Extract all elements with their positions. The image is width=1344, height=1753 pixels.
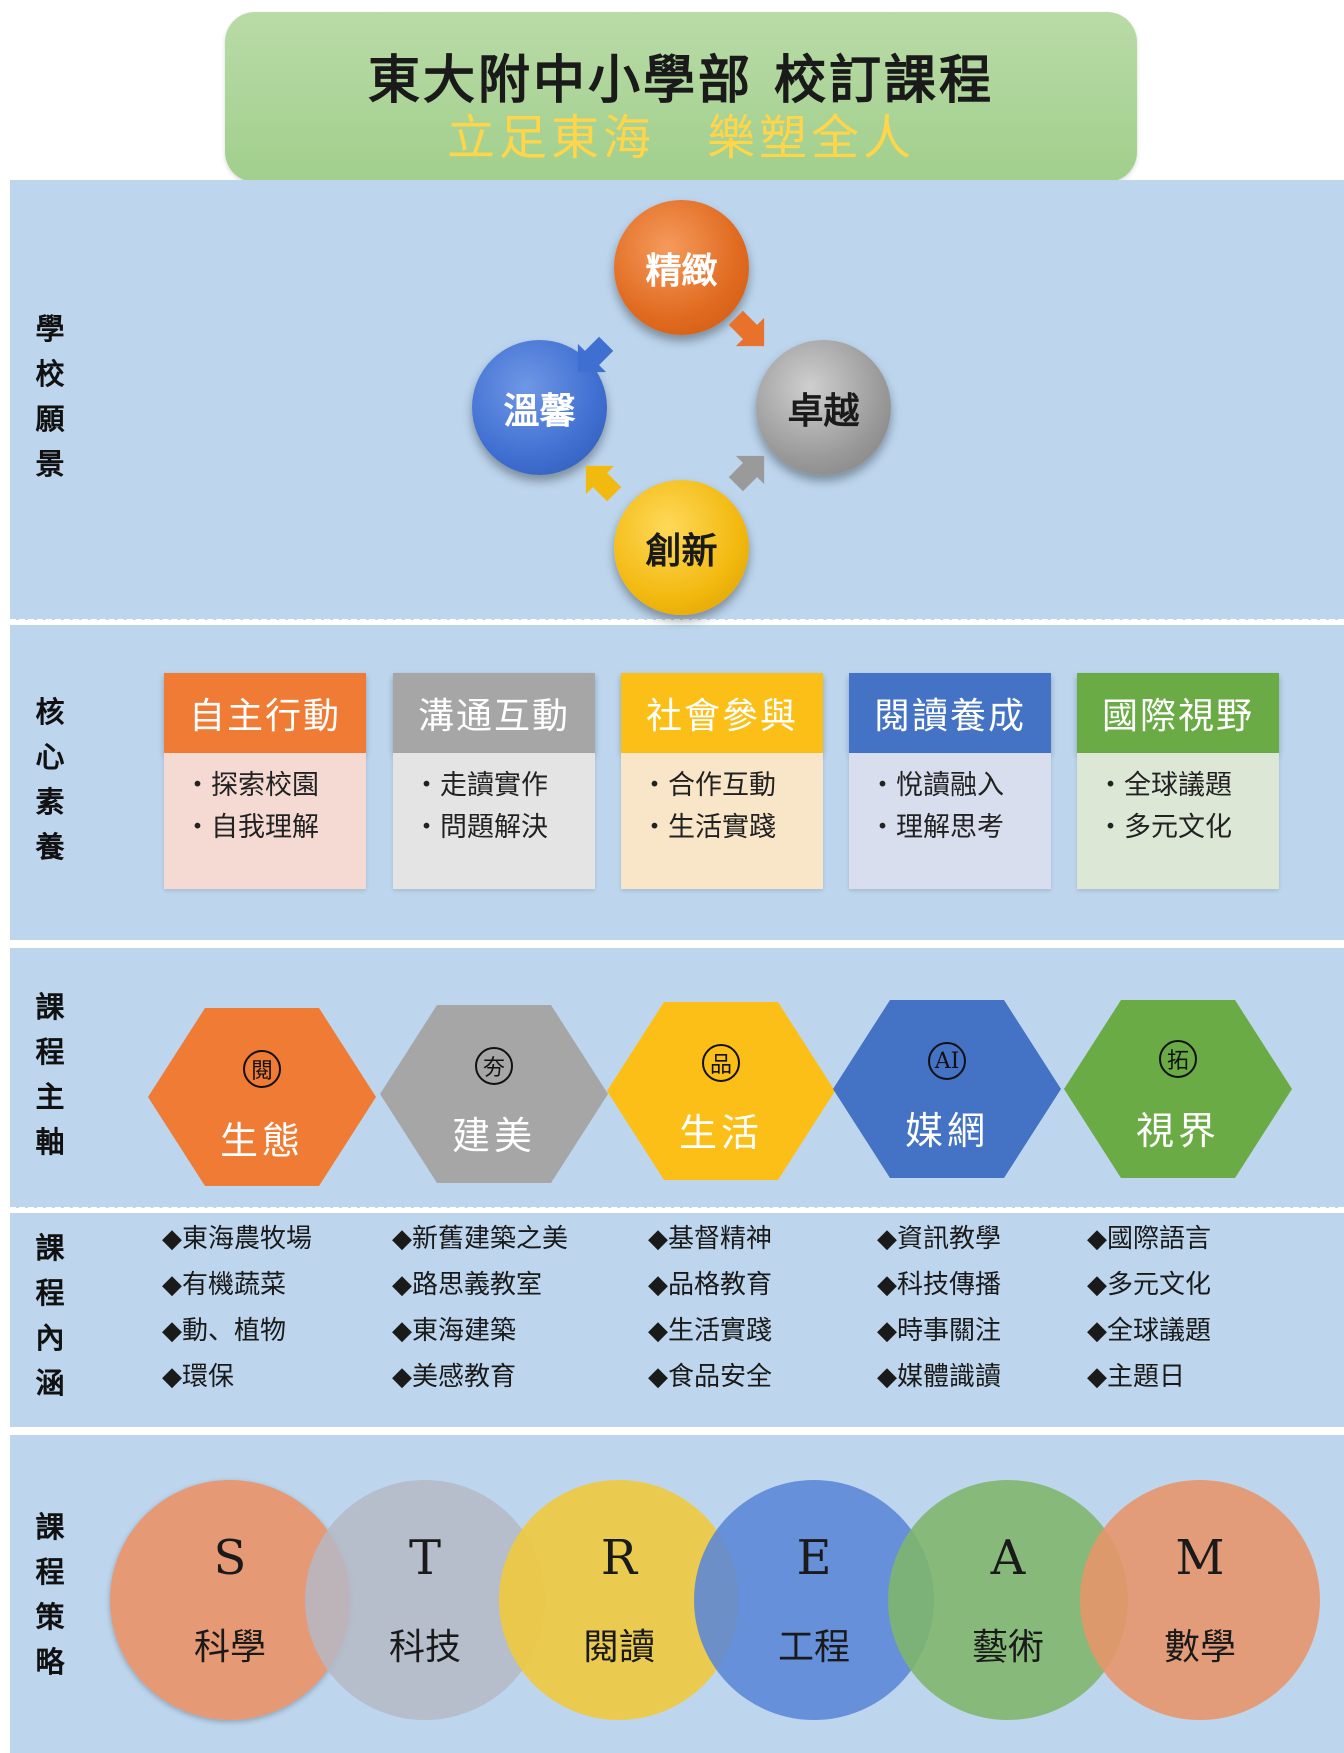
arrow-icon: [728, 310, 765, 347]
core-card-5: 國際視野 ・全球議題 ・多元文化: [1077, 673, 1279, 889]
list-item: ◆基督精神: [648, 1224, 772, 1254]
core-card-title: 國際視野: [1077, 673, 1279, 753]
strategy-label: 閱讀: [582, 1627, 655, 1668]
divider: [10, 1429, 1344, 1432]
content-band: [10, 1213, 1344, 1427]
core-bullet: ・全球議題: [1097, 770, 1232, 801]
strategy-letter: T: [408, 1530, 441, 1586]
circled-character-icon: 品: [702, 1044, 740, 1082]
strategy-circle-m: [1080, 1480, 1320, 1720]
core-card-body: ・全球議題 ・多元文化: [1077, 753, 1279, 889]
list-item: ◆新舊建築之美: [392, 1224, 568, 1254]
core-bullet: ・自我理解: [184, 812, 319, 843]
list-item: ◆有機蔬菜: [162, 1270, 286, 1300]
core-card-1: 自主行動 ・探索校園 ・自我理解: [164, 673, 366, 889]
core-card-title: 溝通互動: [393, 673, 595, 753]
list-item: ◆多元文化: [1087, 1270, 1211, 1300]
content-list-4: ◆資訊教學 ◆科技傳播 ◆時事關注 ◆媒體識讀: [877, 1216, 1001, 1400]
arrow-icon: [728, 455, 765, 492]
list-item: ◆動、植物: [162, 1316, 286, 1346]
list-item: ◆環保: [162, 1362, 234, 1392]
core-card-title: 社會參與: [621, 673, 823, 753]
arrow-icon: [585, 465, 622, 502]
theme-hex-5: 拓 視界: [1064, 1000, 1292, 1178]
theme-label: 媒網: [904, 1109, 989, 1153]
section-label-themes: 課程主軸: [35, 990, 65, 1159]
list-item: ◆美感教育: [392, 1362, 516, 1392]
core-bullet: ・悅讀融入: [869, 770, 1004, 801]
core-bullet: ・理解思考: [869, 812, 1004, 843]
content-list-2: ◆新舊建築之美 ◆路思義教室 ◆東海建築 ◆美感教育: [392, 1216, 568, 1400]
list-item: ◆生活實踐: [648, 1316, 772, 1346]
core-card-body: ・走讀實作 ・問題解決: [393, 753, 595, 889]
theme-hex-4: AI 媒網: [833, 1000, 1061, 1178]
strategy-letter: S: [213, 1530, 247, 1586]
core-card-title: 閱讀養成: [849, 673, 1051, 753]
theme-label: 生活: [678, 1111, 763, 1155]
list-item: ◆路思義教室: [392, 1270, 542, 1300]
list-item: ◆東海農牧場: [162, 1224, 312, 1254]
strategy-letter: A: [990, 1530, 1026, 1586]
circled-character-icon: 閱: [243, 1050, 281, 1088]
list-item: ◆科技傳播: [877, 1270, 1001, 1300]
section-label-content: 課程內涵: [35, 1231, 65, 1400]
strategy-letter: E: [796, 1530, 832, 1586]
content-list-3: ◆基督精神 ◆品格教育 ◆生活實踐 ◆食品安全: [648, 1216, 772, 1400]
core-bullet: ・問題解決: [413, 812, 548, 843]
section-label-strategy: 課程策略: [35, 1510, 65, 1679]
strategy-label: 科技: [388, 1627, 461, 1668]
content-list-1: ◆東海農牧場 ◆有機蔬菜 ◆動、植物 ◆環保: [162, 1216, 312, 1400]
main-title: 東大附中小學部 校訂課程: [367, 50, 995, 111]
content-list-5: ◆國際語言 ◆多元文化 ◆全球議題 ◆主題日: [1087, 1216, 1211, 1400]
list-item: ◆時事關注: [877, 1316, 1001, 1346]
divider: [10, 619, 1344, 622]
strategy-label: 工程: [777, 1627, 850, 1668]
core-card-3: 社會參與 ・合作互動 ・生活實踐: [621, 673, 823, 889]
core-card-body: ・探索校園 ・自我理解: [164, 753, 366, 889]
circled-character-icon: AI: [928, 1042, 966, 1080]
subtitle: 立足東海 樂塑全人: [446, 110, 915, 166]
strategy-label: 藝術: [971, 1627, 1044, 1668]
theme-hex-1: 閱 生態: [148, 1008, 376, 1186]
circled-character-icon: 拓: [1159, 1040, 1197, 1078]
core-bullet: ・探索校園: [184, 770, 319, 801]
strategy-label: 數學: [1163, 1627, 1236, 1668]
theme-label: 生態: [219, 1119, 304, 1163]
list-item: ◆品格教育: [648, 1270, 772, 1300]
core-bullet: ・生活實踐: [641, 812, 776, 843]
list-item: ◆主題日: [1087, 1362, 1185, 1392]
core-bullet: ・走讀實作: [413, 770, 548, 801]
core-card-body: ・合作互動 ・生活實踐: [621, 753, 823, 889]
list-item: ◆資訊教學: [877, 1224, 1001, 1254]
core-card-body: ・悅讀融入 ・理解思考: [849, 753, 1051, 889]
section-label-vision: 學校願景: [35, 312, 65, 481]
strategy-letter: R: [600, 1530, 638, 1586]
core-card-4: 閱讀養成 ・悅讀融入 ・理解思考: [849, 673, 1051, 889]
core-card-2: 溝通互動 ・走讀實作 ・問題解決: [393, 673, 595, 889]
list-item: ◆東海建築: [392, 1316, 516, 1346]
core-card-title: 自主行動: [164, 673, 366, 753]
list-item: ◆媒體識讀: [877, 1362, 1001, 1392]
strategy-letter: M: [1175, 1530, 1225, 1586]
arrow-icon: [577, 336, 614, 373]
core-bullet: ・合作互動: [641, 770, 776, 801]
theme-hex-2: 夯 建美: [380, 1005, 608, 1183]
section-label-core: 核心素養: [35, 695, 65, 864]
divider: [10, 1207, 1344, 1210]
list-item: ◆食品安全: [648, 1362, 772, 1392]
core-bullet: ・多元文化: [1097, 812, 1232, 843]
theme-label: 建美: [451, 1114, 536, 1158]
title-banner: [225, 12, 1137, 182]
theme-label: 視界: [1135, 1109, 1220, 1153]
list-item: ◆國際語言: [1087, 1224, 1211, 1254]
cycle-arrows: [577, 310, 765, 502]
circled-character-icon: 夯: [475, 1047, 513, 1085]
vision-circle-chuangxin: 創新: [614, 480, 749, 615]
theme-hex-3: 品 生活: [607, 1002, 835, 1180]
divider: [10, 942, 1344, 945]
list-item: ◆全球議題: [1087, 1316, 1211, 1346]
strategy-label: 科學: [193, 1627, 266, 1668]
vision-circle-zhuoyue: 卓越: [756, 340, 891, 475]
vision-circle-jingzhi: 精緻: [614, 200, 749, 335]
